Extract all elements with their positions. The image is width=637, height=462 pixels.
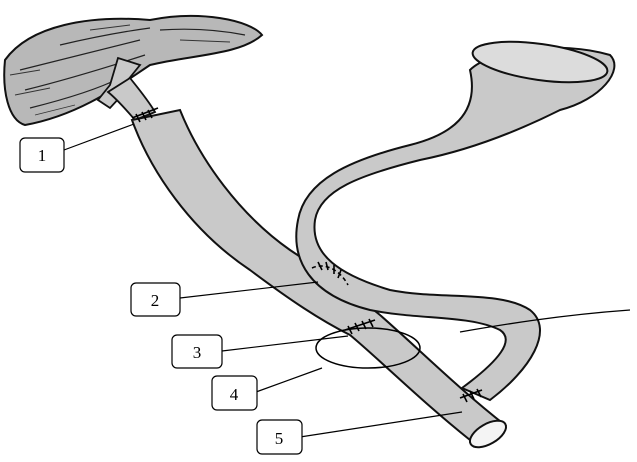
callout-2: 2 <box>131 283 180 316</box>
callout-1-label: 1 <box>38 146 47 165</box>
callout-4-label: 4 <box>230 385 239 404</box>
callout-4: 4 <box>212 376 257 410</box>
callout-3: 3 <box>172 335 222 368</box>
callout-5: 5 <box>257 420 302 454</box>
callout-3-label: 3 <box>193 343 202 362</box>
callout-5-label: 5 <box>275 429 284 448</box>
jejunal-loop <box>296 35 614 400</box>
callout-2-label: 2 <box>151 291 160 310</box>
callout-1: 1 <box>20 138 64 172</box>
